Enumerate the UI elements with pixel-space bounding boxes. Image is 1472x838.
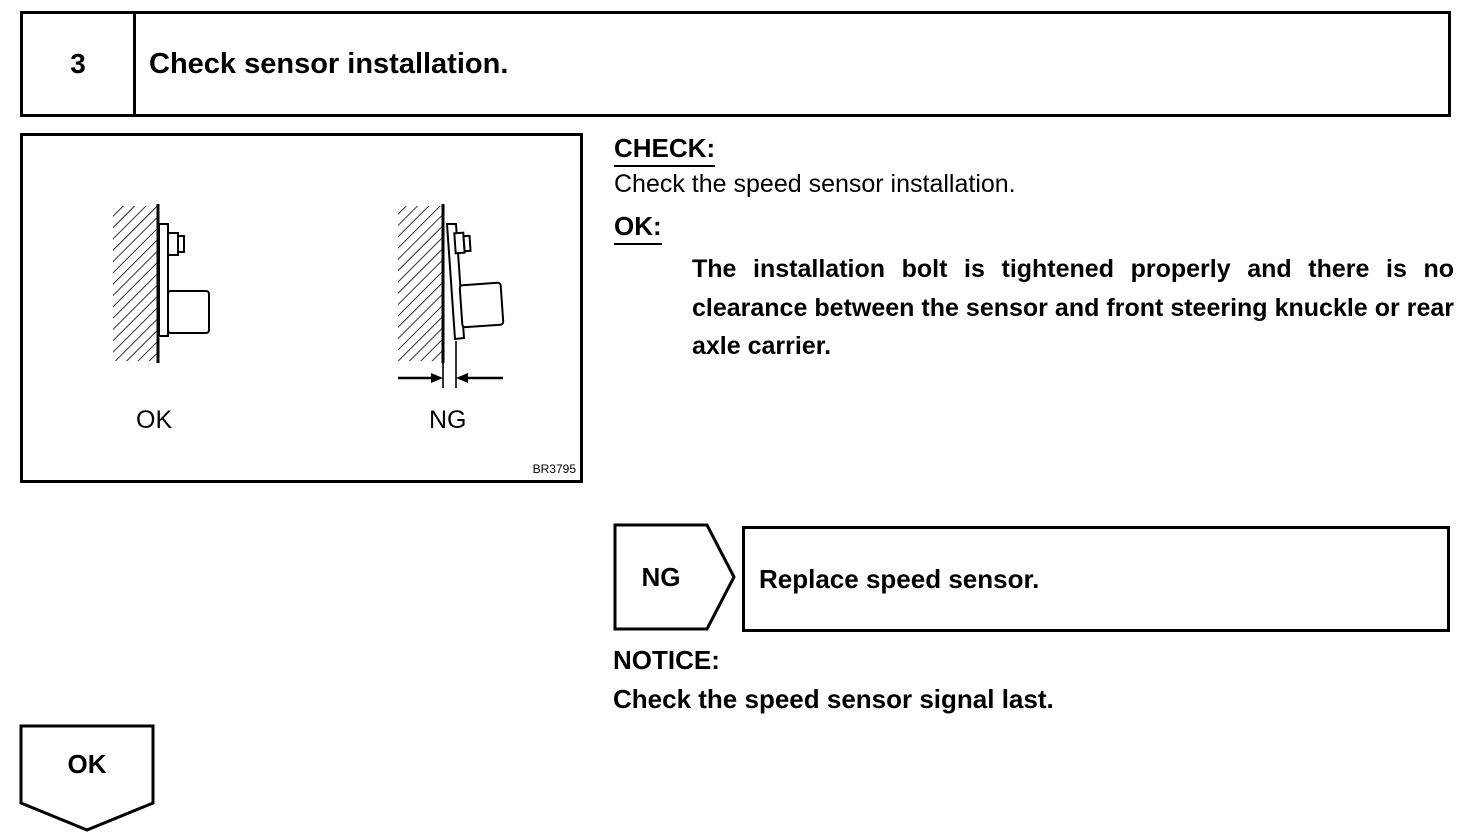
ok-branch-label: OK xyxy=(67,749,107,779)
sensor-illustration: OK NG BR3795 xyxy=(20,133,583,483)
step-title: Check sensor installation. xyxy=(149,47,509,80)
step-header: 3 Check sensor installation. xyxy=(20,11,1451,117)
sensor-diagram xyxy=(113,204,505,388)
ng-sensor-drawing xyxy=(398,204,505,388)
ng-action-box: Replace speed sensor. xyxy=(742,526,1450,632)
ng-figure-label: NG xyxy=(429,406,467,434)
ok-criteria-text: The installation bolt is tightened prope… xyxy=(692,255,1454,360)
ng-branch-label: NG xyxy=(641,561,681,592)
figure-code: BR3795 xyxy=(532,462,576,476)
ok-sensor-drawing xyxy=(113,204,210,363)
check-text: Check the speed sensor installation. xyxy=(614,170,1016,198)
step-number: 3 xyxy=(23,14,136,114)
notice-text: Check the speed sensor signal last. xyxy=(613,684,1054,714)
check-heading: CHECK: xyxy=(614,133,716,167)
notice-heading: NOTICE: xyxy=(613,645,720,675)
ok-heading: OK: xyxy=(614,211,662,245)
ok-figure-label: OK xyxy=(136,406,173,434)
ok-arrow-shape xyxy=(19,724,155,832)
ng-arrow-shape xyxy=(613,523,736,631)
